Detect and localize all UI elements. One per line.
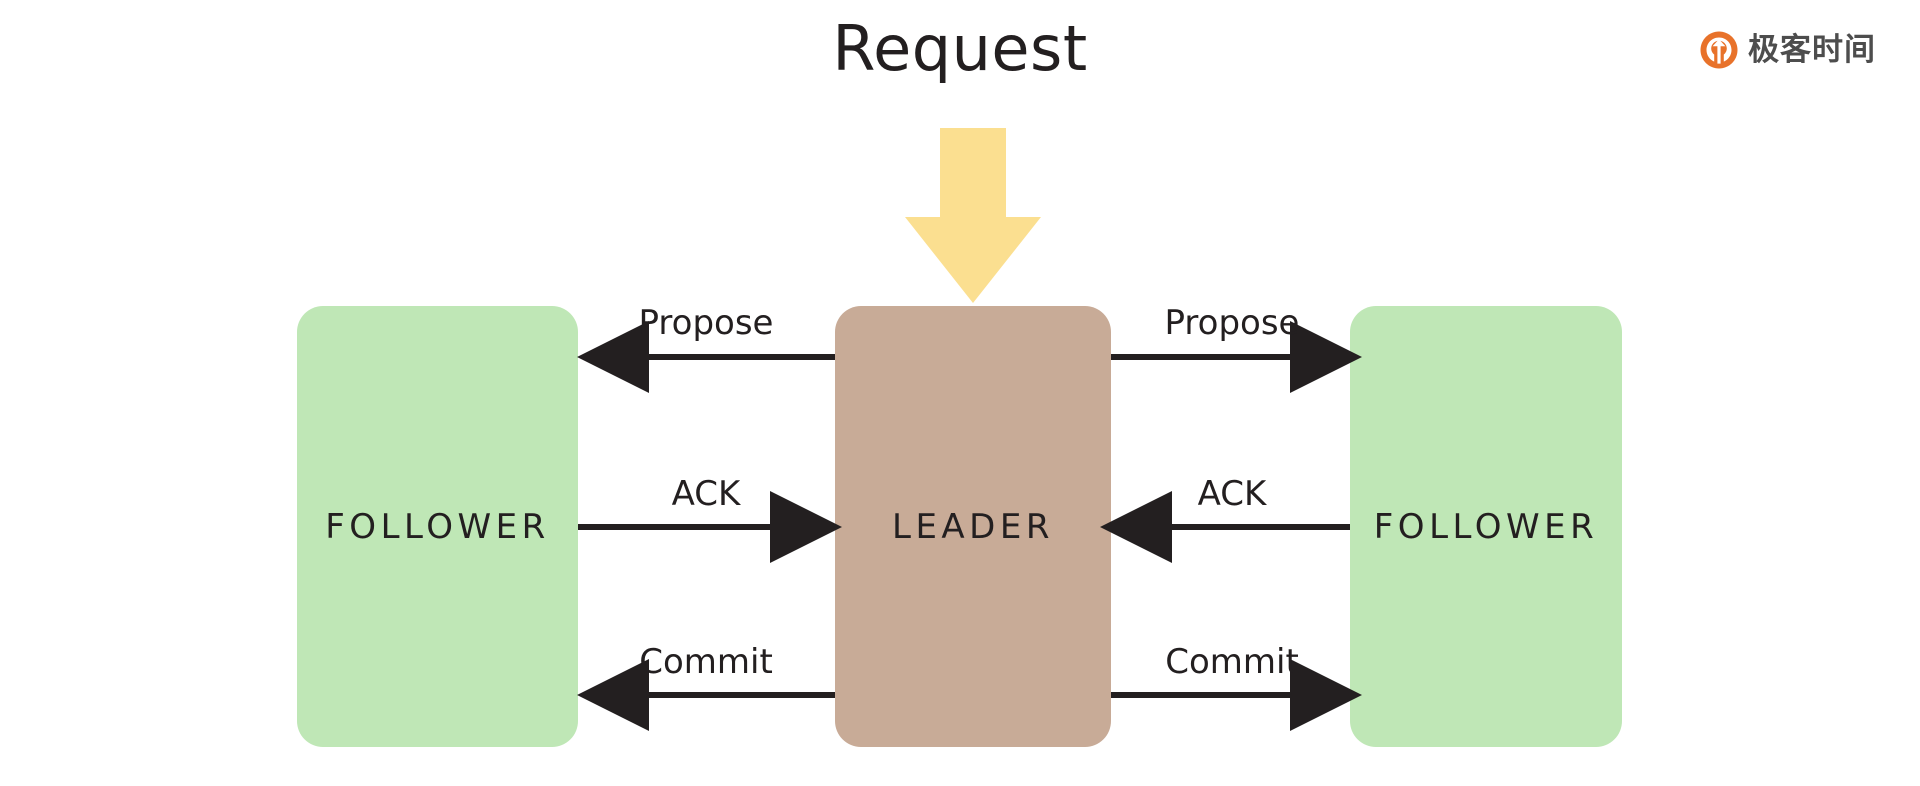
arrow-label-left-commit: Commit [639,642,773,682]
node-label: FOLLOWER [1373,506,1599,547]
arrow-label-right-commit: Commit [1165,642,1299,682]
node-follower-right[interactable]: FOLLOWER [1350,306,1622,747]
arrow-label-left-propose: Propose [638,303,774,343]
request-down-arrow-icon [905,128,1041,303]
node-follower-left[interactable]: FOLLOWER [297,306,578,747]
node-label: FOLLOWER [325,506,550,547]
arrow-label-right-propose: Propose [1164,303,1300,343]
node-leader[interactable]: LEADER [835,306,1111,747]
brand-name: 极客时间 [1748,31,1876,68]
arrow-label-right-ack: ACK [1197,474,1267,514]
node-label: LEADER [892,506,1054,547]
page-title: Request [832,12,1088,85]
geektime-circle-arrow-icon [1700,31,1738,69]
arrow-label-left-ack: ACK [671,474,741,514]
brand-logo: 极客时间 [1699,30,1876,70]
